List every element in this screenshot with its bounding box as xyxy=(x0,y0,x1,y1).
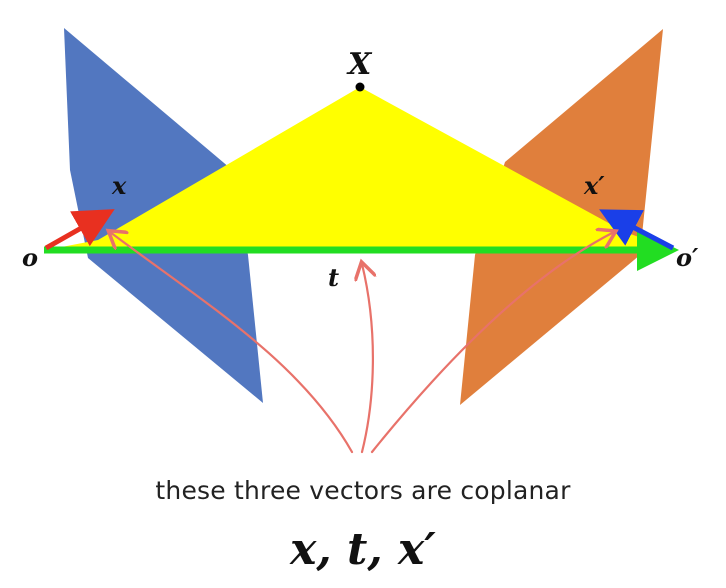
label-X: X xyxy=(346,47,373,82)
label-x: x xyxy=(111,171,127,200)
vector-x xyxy=(44,209,115,251)
label-o-prime: o′ xyxy=(676,243,699,272)
label-o: o xyxy=(22,243,38,272)
point-X-dot xyxy=(355,82,365,92)
epipolar-plane xyxy=(46,87,675,250)
vector-formula: x, t, x′ xyxy=(290,524,436,575)
annotation-arrow-to-t xyxy=(362,264,373,454)
vector-x-prime xyxy=(599,209,675,251)
label-t: t xyxy=(328,263,339,292)
annotation-arrows xyxy=(110,232,614,454)
annotation-arrow-to-x xyxy=(110,232,354,454)
coplanar-caption: these three vectors are coplanar xyxy=(155,476,571,505)
annotation-arrow-to-x-prime xyxy=(370,232,614,454)
label-x-prime: x′ xyxy=(583,171,605,200)
